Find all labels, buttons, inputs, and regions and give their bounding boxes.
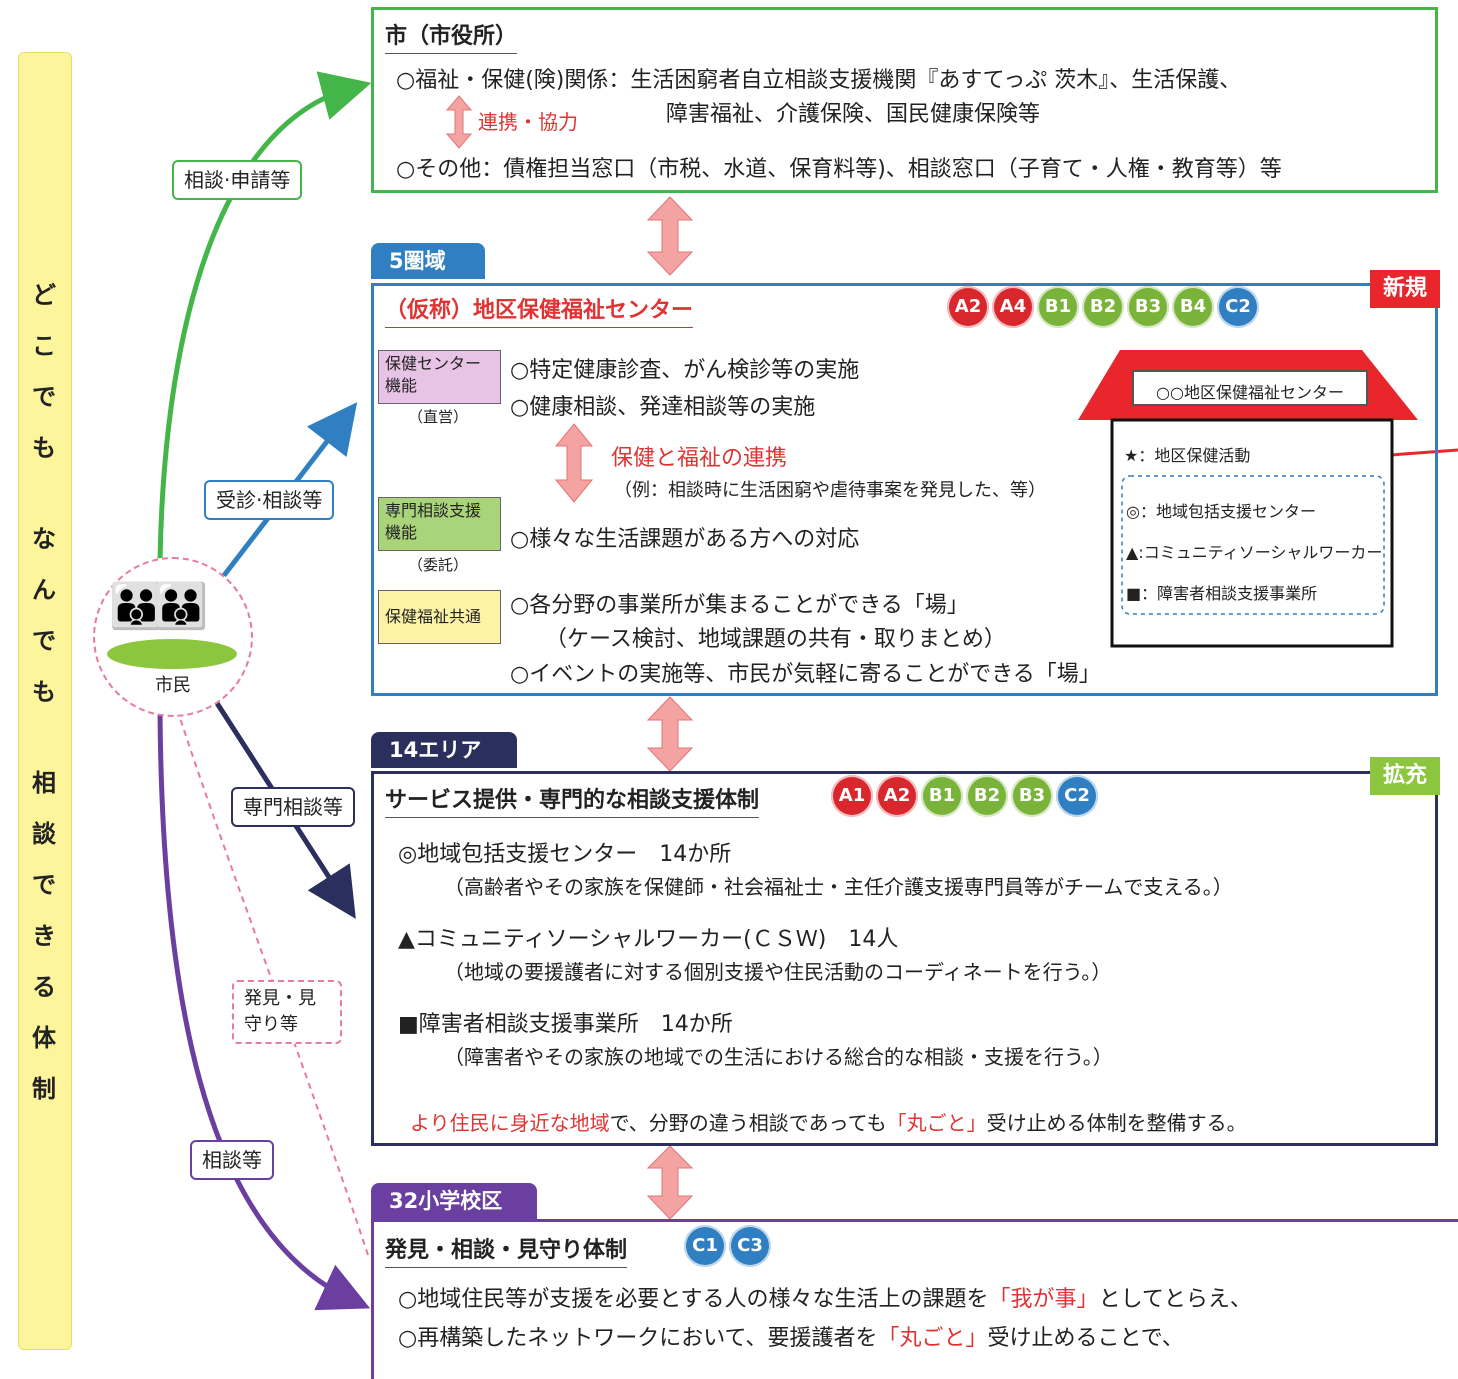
center-badge-c2: C2 xyxy=(1217,286,1259,328)
double-arrow-area-school xyxy=(646,1145,694,1220)
area-badge-b1: B1 xyxy=(921,775,963,817)
func3-item2: （ケース検討、地域課題の共有・取りまとめ） xyxy=(545,627,1006,652)
house-item-comprehensive: ◎：地域包括支援センター xyxy=(1126,502,1316,521)
func3-item3: ○イベントの実施等、市民が気軽に寄ることができる「場」 xyxy=(510,662,1101,687)
arrow-discover-watch xyxy=(179,717,369,1256)
func3-label: 保健福祉共通 xyxy=(385,607,482,626)
center-badge-b3: B3 xyxy=(1127,286,1169,328)
func2-label: 専門相談支援機能 xyxy=(385,501,482,542)
school-line2-red: 「丸ごと」 xyxy=(877,1326,988,1351)
school-line1: ○地域住民等が支援を必要とする人の様々な生活上の課題を「我が事」としてとらえ、 xyxy=(398,1281,1252,1313)
city-line2: 障害福祉、介護保険、国民健康保険等 xyxy=(666,102,1041,127)
school-line1-b: としてとらえ、 xyxy=(1098,1287,1252,1312)
center-box xyxy=(371,283,1438,696)
area-title: サービス提供・専門的な相談支援体制 xyxy=(385,782,760,818)
area-item1: ◎地域包括支援センター 14か所 xyxy=(398,842,732,867)
area-badge-a2: A2 xyxy=(876,775,918,817)
area-box xyxy=(371,771,1438,1146)
area-item3-desc: （障害者やその家族の地域での生活における総合的な相談・支援を行う。） xyxy=(444,1045,1113,1069)
double-arrow-center-area xyxy=(646,696,694,772)
house-item-disability: ■：障害者相談支援事業所 xyxy=(1126,584,1318,603)
badge-expand: 拡充 xyxy=(1370,757,1441,795)
link-title: 保健と福祉の連携 xyxy=(611,446,788,471)
center-badge-b2: B2 xyxy=(1082,286,1124,328)
summary-red2: 「丸ごと」 xyxy=(886,1111,987,1135)
func1-item1: ○特定健康診査、がん検診等の実施 xyxy=(510,358,860,383)
func3-label-box: 保健福祉共通 xyxy=(378,590,501,644)
area-item1-desc: （高齢者やその家族を保健師・社会福祉士・主任介護支援専門員等がチームで支える。） xyxy=(444,875,1233,899)
school-badge-c3: C3 xyxy=(729,1225,771,1267)
citizen-label: 市民 xyxy=(155,675,191,696)
side-label: どこでも なんでも 相談できる体制 xyxy=(32,281,56,1103)
func1-label-box: 保健センター機能 xyxy=(378,350,501,404)
badge-new: 新規 xyxy=(1370,270,1441,308)
house-item-health: ★：地区保健活動 xyxy=(1124,446,1251,465)
double-arrow-cooperation xyxy=(445,95,473,149)
center-title: （仮称）地区保健福祉センター xyxy=(385,292,694,328)
func3-item1: ○各分野の事業所が集まることができる「場」 xyxy=(510,593,969,618)
school-line1-a: ○地域住民等が支援を必要とする人の様々な生活上の課題を xyxy=(398,1287,989,1312)
func2-item: ○様々な生活課題がある方への対応 xyxy=(510,527,860,552)
side-bar xyxy=(18,52,72,1350)
center-badge-a4: A4 xyxy=(992,286,1034,328)
tab-14-areas: 14エリア xyxy=(371,732,517,768)
city-line1: ○福祉・保健(険)関係：生活困窮者自立相談支援機関『あすてっぷ 茨木』、生活保護… xyxy=(396,68,1242,93)
center-badge-b1: B1 xyxy=(1037,286,1079,328)
center-badge-b4: B4 xyxy=(1172,286,1214,328)
city-cooperation: 連携・協力 xyxy=(478,110,578,134)
center-badge-a2: A2 xyxy=(947,286,989,328)
label-special-consult: 専門相談等 xyxy=(231,787,355,827)
area-item3: ■障害者相談支援事業所 14か所 xyxy=(398,1012,733,1037)
area-badge-b3: B3 xyxy=(1011,775,1053,817)
school-title: 発見・相談・見守り体制 xyxy=(385,1232,628,1268)
school-line2: ○再構築したネットワークにおいて、要援護者を「丸ごと」受け止めることで、 xyxy=(398,1320,1184,1352)
func1-sub: （直営） xyxy=(408,408,469,426)
label-consult: 相談等 xyxy=(190,1140,274,1180)
area-badge-c2: C2 xyxy=(1056,775,1098,817)
summary-end: 受け止める体制を整備する。 xyxy=(986,1111,1247,1135)
arrow-consult-apply xyxy=(157,71,372,561)
double-arrow-city-center xyxy=(646,196,694,276)
func2-label-box: 専門相談支援機能 xyxy=(378,497,501,551)
double-arrow-health-welfare xyxy=(554,423,594,503)
label-discover-watch: 発見・見守り等 xyxy=(232,980,342,1044)
family-icon: 👪👪 xyxy=(109,581,209,632)
label-consult-apply: 相談·申請等 xyxy=(172,160,303,200)
area-badge-a1: A1 xyxy=(831,775,873,817)
school-line2-b: 受け止めることで、 xyxy=(987,1326,1184,1351)
school-line1-red: 「我が事」 xyxy=(988,1287,1099,1312)
tab-32-school-districts: 32小学校区 xyxy=(371,1183,537,1219)
area-summary: より住民に身近な地域で、分野の違う相談であっても「丸ごと」受け止める体制を整備す… xyxy=(410,1107,1247,1136)
city-box xyxy=(371,7,1438,193)
school-box xyxy=(371,1219,1458,1379)
house-item-csw: ▲:コミュニティソーシャルワーカー xyxy=(1126,543,1383,562)
school-badge-c1: C1 xyxy=(684,1225,726,1267)
city-line3: ○その他：債権担当窓口（市税、水道、保育料等)、相談窓口（子育て・人権・教育等）… xyxy=(396,157,1282,182)
house-title: ○○地区保健福祉センター xyxy=(1156,383,1344,402)
tab-5-regions: 5圏域 xyxy=(371,243,485,279)
arrow-consult xyxy=(157,711,371,1311)
citizen-circle: 👪👪 市民 xyxy=(93,557,253,717)
link-example: （例：相談時に生活困窮や虐待事案を発見した、等） xyxy=(614,480,1046,501)
area-item2-desc: （地域の要援護者に対する個別支援や住民活動のコーディネートを行う。） xyxy=(444,960,1112,984)
area-badge-b2: B2 xyxy=(966,775,1008,817)
label-visit-consult: 受診·相談等 xyxy=(204,480,335,520)
school-line2-a: ○再構築したネットワークにおいて、要援護者を xyxy=(398,1326,878,1351)
summary-red1: より住民に身近な地域 xyxy=(410,1111,610,1135)
house-title-box: ○○地区保健福祉センター xyxy=(1132,370,1368,406)
grass xyxy=(107,639,237,669)
func2-sub: （委託） xyxy=(408,556,469,574)
city-title: 市（市役所） xyxy=(385,18,518,54)
func1-item2: ○健康相談、発達相談等の実施 xyxy=(510,395,816,420)
summary-mid: で、分野の違う相談であっても xyxy=(609,1111,887,1135)
area-item2: ▲コミュニティソーシャルワーカー(ＣＳＷ) 14人 xyxy=(398,927,899,952)
func1-label: 保健センター機能 xyxy=(385,354,482,395)
